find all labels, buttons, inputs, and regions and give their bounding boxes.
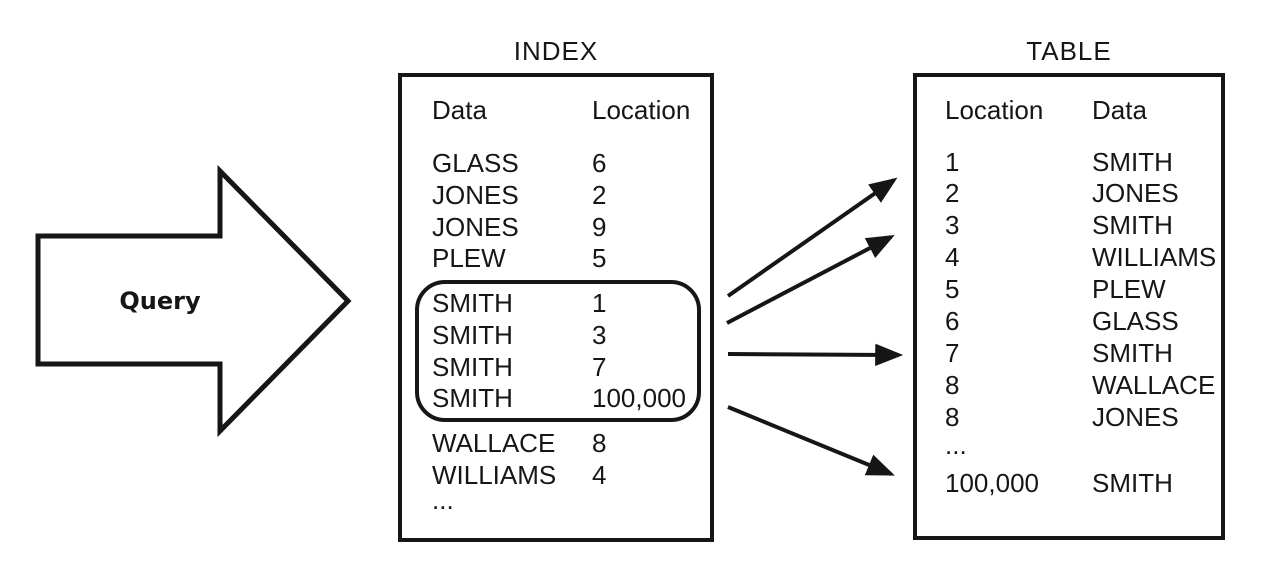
index-row: JONES 2 <box>402 179 710 211</box>
ellipsis-text: ... <box>945 430 967 460</box>
index-column-headers: Data Location <box>402 94 710 126</box>
index-cell-data: PLEW <box>432 243 506 273</box>
index-row: JONES 9 <box>402 211 710 243</box>
index-row-highlighted: SMITH 100,000 <box>402 382 710 414</box>
table-row: 7 SMITH <box>917 337 1221 369</box>
lookup-arrow-4 <box>727 405 895 476</box>
index-row-highlighted: SMITH 3 <box>402 319 710 351</box>
index-row: WILLIAMS 4 <box>402 459 710 491</box>
table-cell-data: WALLACE <box>1092 370 1216 400</box>
index-cell-location: 9 <box>592 212 607 242</box>
table-cell-location: 4 <box>945 242 960 272</box>
ellipsis-text: ... <box>432 485 454 515</box>
smith-highlight-ring <box>415 280 701 422</box>
table-cell-data: JONES <box>1092 402 1179 432</box>
index-ellipsis-row: ... <box>402 484 710 516</box>
table-cell-location: 8 <box>945 402 960 432</box>
table-row: 5 PLEW <box>917 273 1221 305</box>
index-cell-data: JONES <box>432 212 519 242</box>
table-row: 2 JONES <box>917 177 1221 209</box>
column-header-data: Data <box>432 95 487 125</box>
index-row: PLEW 5 <box>402 242 710 274</box>
index-row-highlighted: SMITH 7 <box>402 351 710 383</box>
index-cell-data: SMITH <box>432 383 513 413</box>
table-column-headers: Location Data <box>917 94 1221 126</box>
index-cell-location: 1 <box>592 288 607 318</box>
table-row: 8 JONES <box>917 401 1221 433</box>
index-cell-data: SMITH <box>432 352 513 382</box>
index-cell-location: 6 <box>592 148 607 178</box>
table-cell-location: 1 <box>945 147 960 177</box>
table-cell-data: GLASS <box>1092 306 1179 336</box>
index-cell-data: GLASS <box>432 148 519 178</box>
query-label: Query <box>119 287 201 315</box>
table-cell-data: JONES <box>1092 178 1179 208</box>
table-cell-location: 100,000 <box>945 468 1039 498</box>
index-cell-data: WILLIAMS <box>432 460 557 490</box>
index-cell-location: 7 <box>592 352 607 382</box>
table-cell-data: SMITH <box>1092 210 1173 240</box>
table-cell-data: SMITH <box>1092 147 1173 177</box>
index-cell-location: 8 <box>592 428 607 458</box>
index-row-highlighted: SMITH 1 <box>402 287 710 319</box>
table-row: 8 WALLACE <box>917 369 1221 401</box>
table-row: 1 SMITH <box>917 146 1221 178</box>
column-header-data: Data <box>1092 95 1147 125</box>
index-cell-location: 100,000 <box>592 383 686 413</box>
index-title: INDEX <box>513 36 599 66</box>
table-cell-location: 5 <box>945 274 960 304</box>
table-cell-data: WILLIAMS <box>1092 242 1217 272</box>
table-panel: Location Data 1 SMITH 2 JONES 3 SMITH 4 … <box>913 73 1225 540</box>
index-cell-location: 2 <box>592 180 607 210</box>
index-cell-location: 5 <box>592 243 607 273</box>
index-row: GLASS 6 <box>402 147 710 179</box>
index-cell-location: 3 <box>592 320 607 350</box>
index-cell-data: SMITH <box>432 288 513 318</box>
lookup-arrow-1 <box>726 177 898 298</box>
table-cell-location: 7 <box>945 338 960 368</box>
table-cell-data: PLEW <box>1092 274 1166 304</box>
column-header-location: Location <box>945 95 1044 125</box>
lookup-arrow-2 <box>726 235 895 325</box>
table-cell-location: 8 <box>945 370 960 400</box>
index-cell-data: JONES <box>432 180 519 210</box>
table-cell-data: SMITH <box>1092 468 1173 498</box>
index-cell-data: SMITH <box>432 320 513 350</box>
lookup-arrow-3 <box>727 343 904 367</box>
table-row: 100,000 SMITH <box>917 467 1221 499</box>
table-ellipsis-row: ... <box>917 429 1221 461</box>
index-cell-location: 4 <box>592 460 607 490</box>
table-cell-location: 2 <box>945 178 960 208</box>
table-row: 3 SMITH <box>917 209 1221 241</box>
column-header-location: Location <box>592 95 691 125</box>
index-row: WALLACE 8 <box>402 427 710 459</box>
index-cell-data: WALLACE <box>432 428 556 458</box>
index-panel: Data Location GLASS 6 JONES 2 JONES 9 PL… <box>398 73 714 542</box>
table-row: 4 WILLIAMS <box>917 241 1221 273</box>
table-cell-location: 6 <box>945 306 960 336</box>
table-cell-location: 3 <box>945 210 960 240</box>
table-row: 6 GLASS <box>917 305 1221 337</box>
table-title: TABLE <box>1026 36 1112 66</box>
table-cell-data: SMITH <box>1092 338 1173 368</box>
